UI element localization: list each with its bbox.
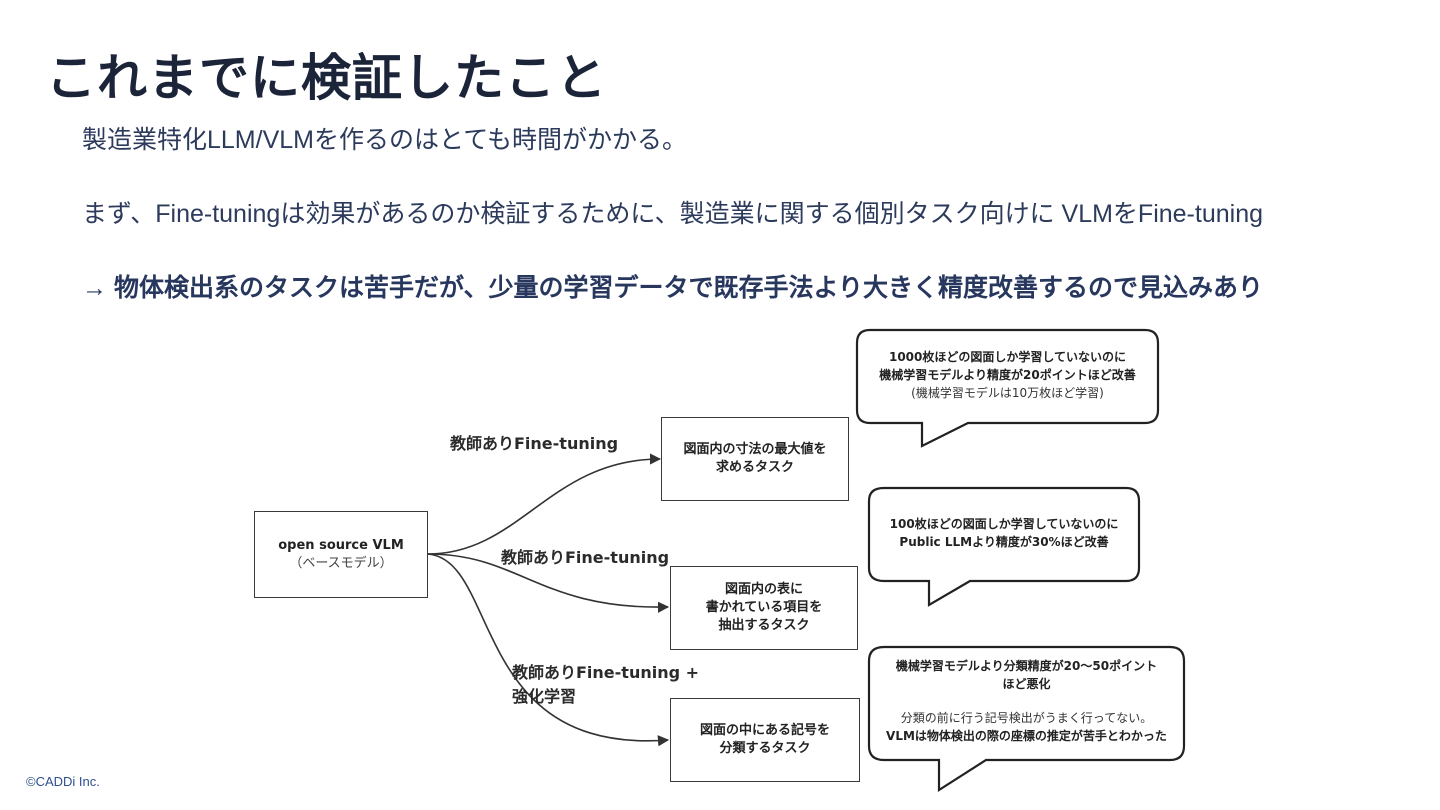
- bubble-2-line1: 100枚ほどの図面しか学習していないのに: [889, 517, 1119, 531]
- base-model-label: open source VLM: [278, 537, 404, 553]
- speech-bubble-3: [867, 645, 1186, 793]
- bubble-3-text: 機械学習モデルより分類精度が20〜50ポイント ほど悪化 分類の前に行う記号検出…: [869, 657, 1184, 745]
- speech-bubble-1: [855, 328, 1160, 448]
- task-box-table-extraction: 図面内の表に 書かれている項目を 抽出するタスク: [670, 566, 858, 650]
- edge-label-3-line1: 教師ありFine-tuning +: [512, 663, 700, 682]
- bubble-1-line1: 1000枚ほどの図面しか学習していないのに: [888, 350, 1127, 364]
- slide-title: これまでに検証したこと: [46, 49, 607, 107]
- task-2-line2: 書かれている項目を: [705, 600, 823, 615]
- bubble-3-line4: VLMは物体検出の際の座標の推定が苦手とわかった: [886, 729, 1167, 743]
- edge-label-3-line2: 強化学習: [512, 687, 577, 706]
- task-3-line2: 分類するタスク: [719, 741, 811, 756]
- bubble-3-line2: ほど悪化: [1002, 677, 1051, 691]
- bubble-2-line2: Public LLMより精度が30%ほど改善: [899, 535, 1109, 549]
- copyright-footer: ©CADDi Inc.: [26, 774, 100, 789]
- edge-arrow-1: [427, 453, 662, 555]
- bubble-3-line1: 機械学習モデルより分類精度が20〜50ポイント: [895, 659, 1158, 673]
- bubble-1-text: 1000枚ほどの図面しか学習していないのに 機械学習モデルより精度が20ポイント…: [857, 348, 1158, 402]
- bubble-1-line2: 機械学習モデルより精度が20ポイントほど改善: [879, 368, 1136, 382]
- edge-label-1: 教師ありFine-tuning: [450, 434, 619, 453]
- conclusion-text: → 物体検出系のタスクは苦手だが、少量の学習データで既存手法より大きく精度改善す…: [82, 274, 1263, 302]
- task-2-line3: 抽出するタスク: [718, 618, 810, 633]
- task-box-max-dimension: 図面内の寸法の最大値を 求めるタスク: [661, 417, 849, 501]
- base-model-sublabel: （ベースモデル）: [289, 555, 393, 571]
- edge-arrow-2: [427, 553, 670, 613]
- edge-label-3: 教師ありFine-tuning + 強化学習: [512, 661, 699, 709]
- bubble-1-line3: (機械学習モデルは10万枚ほど学習): [911, 386, 1104, 400]
- bubble-3-line3: 分類の前に行う記号検出がうまく行ってない。: [900, 711, 1153, 725]
- task-3-line1: 図面の中にある記号を: [699, 723, 830, 738]
- edge-label-2: 教師ありFine-tuning: [501, 548, 670, 567]
- intro-text: 製造業特化LLM/VLMを作るのはとても時間がかかる。: [82, 126, 687, 154]
- task-1-line2: 求めるタスク: [715, 460, 794, 475]
- task-box-symbol-classification: 図面の中にある記号を 分類するタスク: [670, 698, 860, 782]
- speech-bubble-2: [867, 486, 1141, 607]
- method-text: まず、Fine-tuningは効果があるのか検証するために、製造業に関する個別タ…: [82, 200, 1263, 228]
- bubble-2-text: 100枚ほどの図面しか学習していないのに Public LLMより精度が30%ほ…: [869, 515, 1139, 551]
- task-1-line1: 図面内の寸法の最大値を: [683, 442, 827, 457]
- task-2-line1: 図面内の表に: [724, 582, 803, 597]
- base-model-box: open source VLM （ベースモデル）: [254, 511, 428, 598]
- edge-arrow-3: [427, 553, 670, 747]
